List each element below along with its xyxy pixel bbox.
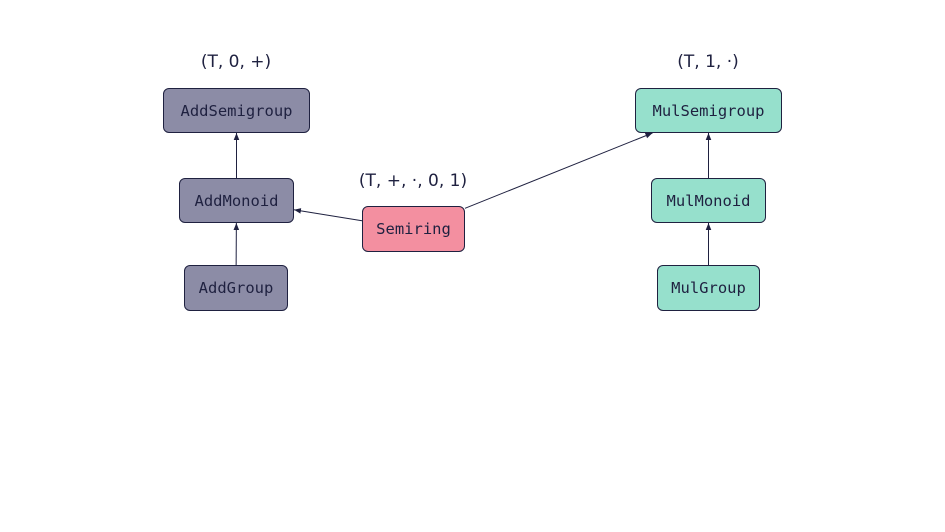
- add-group-node[interactable]: AddGroup: [184, 265, 288, 311]
- semiring-signature: (T, +, ·, 0, 1): [358, 171, 468, 191]
- mul-semigroup-node[interactable]: MulSemigroup: [635, 88, 782, 133]
- edge-semiring-to-mul_semigroup: [464, 132, 653, 209]
- multiplicative-signature: (T, 1, ·): [677, 52, 739, 72]
- edge-semiring-to-add_monoid: [293, 208, 363, 222]
- add-semigroup-node[interactable]: AddSemigroup: [163, 88, 310, 133]
- mul-monoid-node[interactable]: MulMonoid: [651, 178, 766, 223]
- additive-signature: (T, 0, +): [200, 52, 272, 72]
- add-monoid-node[interactable]: AddMonoid: [179, 178, 294, 223]
- mul-group-node[interactable]: MulGroup: [657, 265, 760, 311]
- semiring-node[interactable]: Semiring: [362, 206, 465, 252]
